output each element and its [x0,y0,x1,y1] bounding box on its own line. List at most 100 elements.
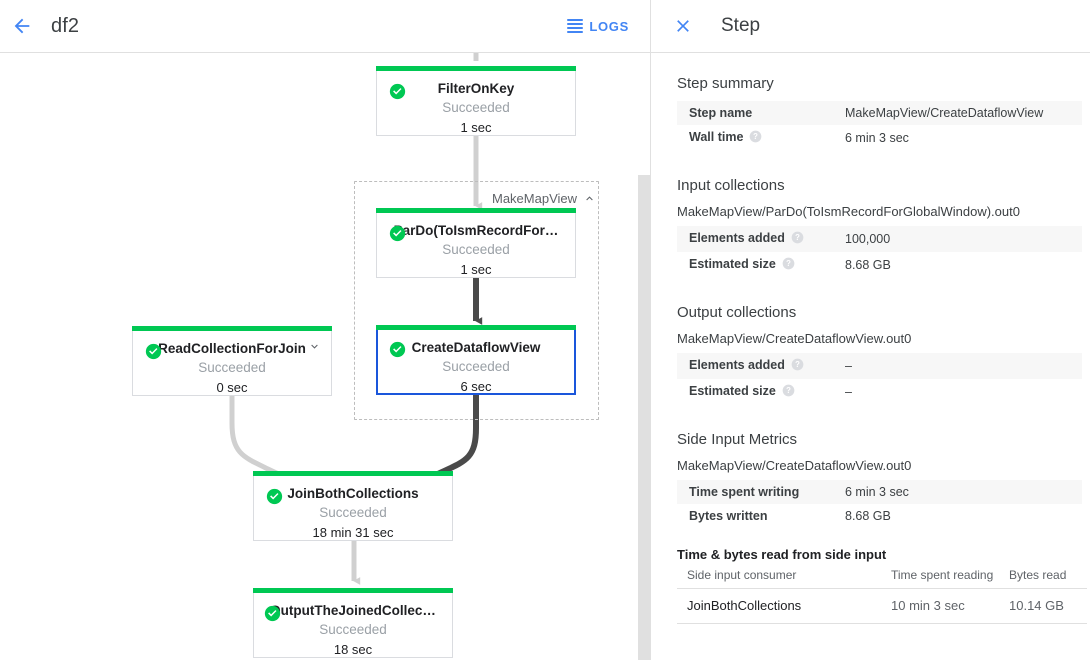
svg-text:?: ? [795,233,800,242]
section-side-input-metrics-heading: Side Input Metrics [677,431,798,448]
graph-node-pardo-toismrecordfor[interactable]: ParDo(ToIsmRecordFor… Succeeded 1 sec [376,208,576,278]
svg-text:?: ? [754,132,759,141]
job-graph-pane: df2 LOGS [0,0,651,660]
cell-time-spent-reading: 10 min 3 sec [891,588,1009,624]
node-title: CreateDataflowView [411,340,541,355]
job-header-bar: df2 LOGS [0,0,650,53]
node-time: 18 min 31 sec [312,525,394,540]
node-title: OutputTheJoinedCollec… [270,603,436,618]
graph-vertical-scrollbar[interactable] [638,175,650,660]
step-panel-title: Step [721,15,761,36]
check-circle-icon [389,225,406,242]
node-time: 1 sec [460,262,492,277]
node-title: FilterOnKey [437,81,515,96]
node-status: Succeeded [319,505,387,520]
row-value: 8.68 GB [845,258,891,272]
row-value: – [845,385,852,399]
table-row: Elements added? – [677,353,1082,379]
composite-makemapview-label[interactable]: MakeMapView [492,191,596,206]
step-details-body: Step summary Step name MakeMapView/Creat… [651,53,1090,624]
check-circle-icon [264,605,281,622]
node-status: Succeeded [319,622,387,637]
svg-text:?: ? [795,360,800,369]
table-row: Step name MakeMapView/CreateDataflowView [677,101,1082,125]
svg-text:?: ? [786,386,791,395]
table-row: JoinBothCollections 10 min 3 sec 10.14 G… [677,588,1087,624]
graph-node-join-both-collections[interactable]: JoinBothCollections Succeeded 18 min 31 … [253,471,453,541]
step-summary-table: Step name MakeMapView/CreateDataflowView… [677,101,1082,151]
node-status: Succeeded [442,100,510,115]
close-icon[interactable] [671,14,695,38]
column-header-bytes-read: Bytes read [1009,564,1087,589]
logs-list-icon [567,19,584,33]
node-status-accent [253,471,453,476]
graph-node-create-dataflow-view[interactable]: CreateDataflowView Succeeded 6 sec [376,325,576,395]
row-key: Estimated size? [677,379,845,405]
graph-node-output-the-joined-collec[interactable]: OutputTheJoinedCollec… Succeeded 18 sec [253,588,453,658]
node-time: 0 sec [216,380,248,395]
cell-side-input-consumer: JoinBothCollections [677,588,891,624]
row-key-text: Wall time [689,130,744,144]
node-body: ParDo(ToIsmRecordFor… Succeeded 1 sec [377,208,575,279]
input-collections-table: Elements added? 100,000 Estimated size? … [677,226,1082,278]
check-circle-icon [389,83,406,100]
row-key-text: Estimated size [689,257,776,271]
row-key: Time spent writing [689,485,800,499]
node-status-accent [132,326,332,331]
back-arrow-icon[interactable] [8,12,36,40]
side-input-collection-name: MakeMapView/CreateDataflowView.out0 [677,458,912,473]
table-row: Elements added? 100,000 [677,226,1082,252]
column-header-side-input-consumer: Side input consumer [677,564,891,589]
cell-bytes-read: 10.14 GB [1009,588,1087,624]
node-status-accent [376,66,576,71]
table-row: Estimated size? 8.68 GB [677,252,1082,278]
svg-text:?: ? [786,259,791,268]
side-input-read-table: Side input consumer Time spent reading B… [677,564,1087,624]
row-key-text: Elements added [689,358,785,372]
node-status-accent [253,588,453,593]
help-icon[interactable]: ? [749,127,762,151]
node-body: FilterOnKey Succeeded 1 sec [377,66,575,137]
row-value: MakeMapView/CreateDataflowView [845,106,1044,120]
table-row: Bytes written 8.68 GB [677,504,1082,528]
side-input-read-table-title: Time & bytes read from side input [677,547,887,562]
graph-node-filter-on-key[interactable]: FilterOnKey Succeeded 1 sec [376,66,576,136]
table-header-row: Side input consumer Time spent reading B… [677,564,1087,589]
graph-node-read-collection-for-join[interactable]: ReadCollectionForJoin Succeeded 0 sec [132,326,332,396]
node-time: 18 sec [333,642,373,657]
section-step-summary-heading: Step summary [677,75,774,92]
step-panel-header: Step [651,0,1090,53]
help-icon[interactable]: ? [791,228,804,252]
input-collection-name: MakeMapView/ParDo(ToIsmRecordForGlobalWi… [677,204,1020,219]
logs-button-label: LOGS [589,18,629,34]
table-row: Wall time? 6 min 3 sec [677,125,1082,151]
section-input-collections-heading: Input collections [677,177,785,194]
page-title: df2 [51,14,80,37]
row-key: Elements added? [677,353,845,379]
row-key: Step name [689,106,753,120]
row-value: 6 min 3 sec [845,485,909,499]
check-circle-icon [389,341,406,358]
job-graph-canvas[interactable]: MakeMapView FilterOnKey Succeeded 1 [0,53,650,660]
section-output-collections-heading: Output collections [677,304,797,321]
row-key: Wall time? [677,125,845,151]
side-input-metrics-table: Time spent writing 6 min 3 sec Bytes wri… [677,480,1082,528]
node-status-accent [376,208,576,213]
row-value: 100,000 [845,232,891,246]
help-icon[interactable]: ? [782,381,795,405]
composite-label-text: MakeMapView [492,191,578,206]
node-body: CreateDataflowView Succeeded 6 sec [378,325,574,396]
node-title: ReadCollectionForJoin [158,341,306,356]
row-key: Elements added? [677,226,845,252]
logs-button[interactable]: LOGS [567,19,629,34]
chevron-down-icon[interactable] [308,340,321,358]
node-status: Succeeded [198,360,266,375]
node-status: Succeeded [442,359,510,374]
row-value: 6 min 3 sec [845,131,909,145]
help-icon[interactable]: ? [782,254,795,278]
help-icon[interactable]: ? [791,355,804,379]
node-time: 1 sec [460,120,492,135]
node-body: OutputTheJoinedCollec… Succeeded 18 sec [254,588,452,659]
row-key-text: Estimated size [689,384,776,398]
